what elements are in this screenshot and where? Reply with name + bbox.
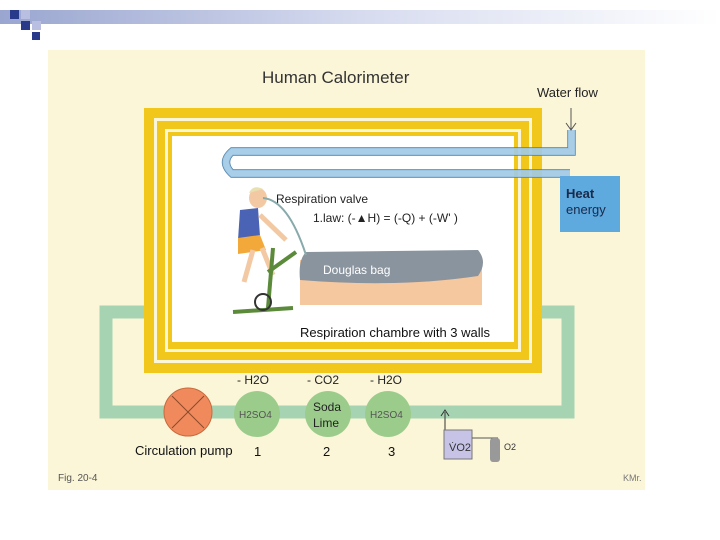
douglas-bag-label: Douglas bag (323, 263, 390, 277)
h2so4-absorber-1 (234, 391, 280, 437)
h2so4-absorber-2 (365, 391, 411, 437)
deco-square-dark (32, 32, 40, 40)
calorimeter-figure: Human Calorimeter Water flow Heat energy… (48, 50, 645, 490)
figure-title: Human Calorimeter (262, 68, 410, 87)
vo2-label: V̇O2 (449, 441, 471, 454)
step-number-2: 2 (323, 444, 330, 459)
arrowhead-icon (440, 409, 450, 417)
figure-number: Fig. 20-4 (58, 473, 98, 484)
cyclist-on-ergometer-icon (232, 187, 307, 314)
energy-label: energy (566, 202, 606, 217)
water-flow-label: Water flow (537, 85, 599, 100)
soda-lime-absorber (305, 391, 351, 437)
first-law-equation: 1.law: (-▲H) = (-Q) + (-W' ) (313, 211, 458, 225)
vo2-meter-box (443, 429, 473, 460)
slide-header-decoration (0, 10, 720, 40)
minus-h2o-label-2: - H2O (370, 373, 402, 387)
deco-square-light (21, 10, 30, 19)
o2-label: O2 (504, 442, 516, 452)
o2-cylinder-icon (490, 438, 500, 462)
step-number-1: 1 (254, 444, 261, 459)
figure-credit: KMr. (623, 473, 642, 483)
h2so4-label-2: H2SO4 (370, 410, 403, 421)
lime-label: Lime (313, 416, 339, 430)
deco-square-light (32, 21, 41, 30)
step-number-3: 3 (388, 444, 395, 459)
douglas-bag-icon (299, 250, 483, 284)
soda-label: Soda (313, 400, 341, 414)
deco-square-dark (21, 21, 30, 30)
heat-energy-box (560, 176, 620, 232)
minus-co2-label: - CO2 (307, 373, 339, 387)
water-pipe-fill (222, 130, 575, 192)
chamber-label: Respiration chambre with 3 walls (300, 325, 491, 340)
respiration-valve-label: Respiration valve (276, 192, 368, 206)
circulation-pump-label: Circulation pump (135, 443, 233, 458)
heat-label: Heat (566, 186, 595, 201)
arrowhead-icon (565, 122, 577, 131)
h2so4-label-1: H2SO4 (239, 410, 272, 421)
deco-square-dark (10, 10, 19, 19)
minus-h2o-label-1: - H2O (237, 373, 269, 387)
